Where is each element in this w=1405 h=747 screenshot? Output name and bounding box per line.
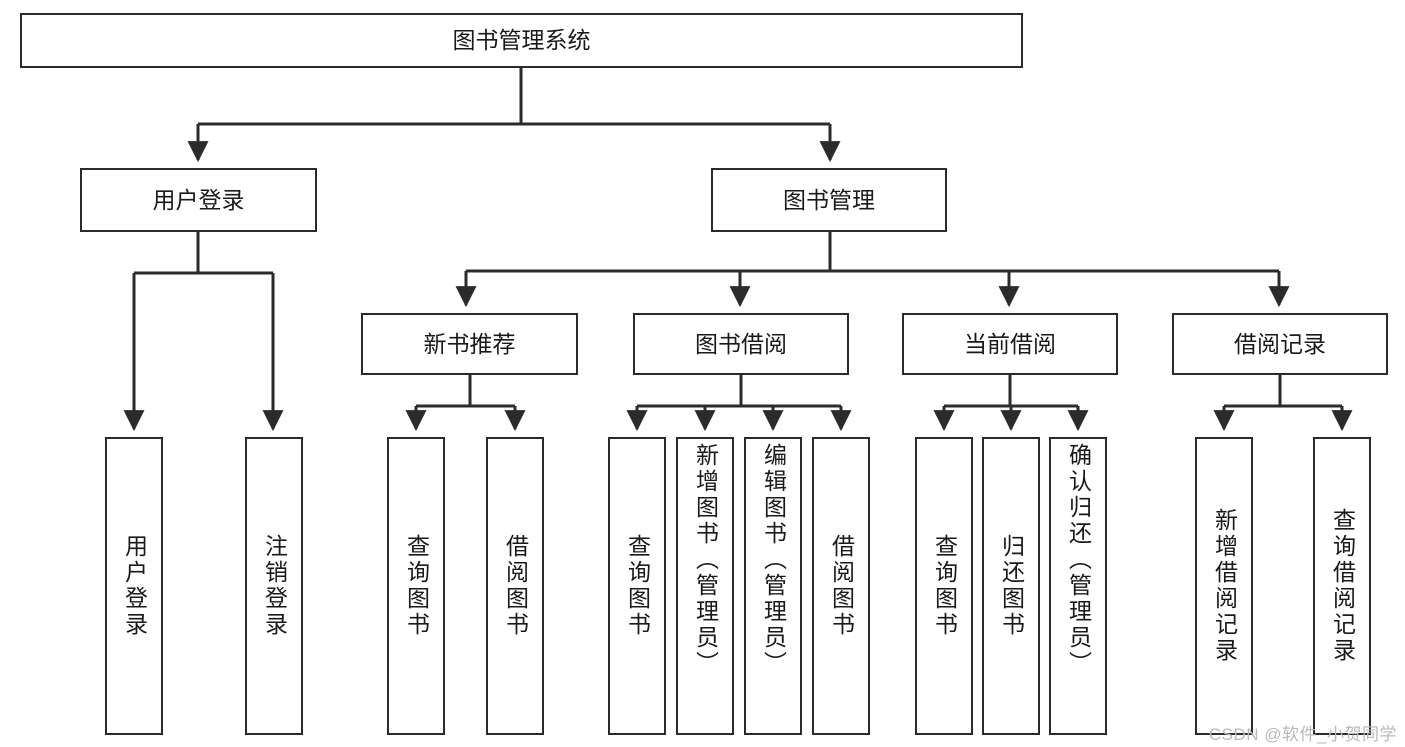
node-root-label: 图书管理系统 [452,27,591,53]
node-leaf-edit-book-admin-label: 编辑图书（管理员） [760,443,787,677]
node-leaf-add-book-admin-label: 新增图书（管理员） [692,443,719,677]
node-leaf-user-login[interactable]: 用户登录 [105,437,163,735]
node-leaf-borrow-book-rec[interactable]: 借阅图书 [486,437,544,735]
node-leaf-add-borrow-record[interactable]: 新增借阅记录 [1195,437,1253,735]
node-new-book-recommend-label: 新书推荐 [423,330,516,357]
node-leaf-query-borrow-record-label: 查询借阅记录 [1329,508,1356,664]
node-leaf-add-book-admin[interactable]: 新增图书（管理员） [676,437,734,735]
node-borrow-record-label: 借阅记录 [1234,330,1326,357]
node-leaf-confirm-return-admin[interactable]: 确认归还（管理员） [1049,437,1107,735]
node-leaf-return-book[interactable]: 归还图书 [982,437,1040,735]
node-leaf-query-book-rec-label: 查询图书 [403,534,430,638]
node-book-borrow-label: 图书借阅 [695,330,787,357]
csdn-watermark: CSDN @软件_小贺同学 [1208,725,1397,744]
node-leaf-query-borrow-record[interactable]: 查询借阅记录 [1313,437,1371,735]
node-leaf-return-book-label: 归还图书 [998,534,1025,638]
node-leaf-query-book-current-label: 查询图书 [931,534,958,638]
node-leaf-borrow-book-label: 借阅图书 [828,534,855,638]
node-leaf-logout-label: 注销登录 [261,534,288,638]
node-current-borrow-label: 当前借阅 [964,330,1056,357]
node-leaf-add-borrow-record-label: 新增借阅记录 [1211,508,1238,664]
node-root[interactable]: 图书管理系统 [20,13,1023,68]
node-new-book-recommend[interactable]: 新书推荐 [361,313,578,375]
node-leaf-query-book-rec[interactable]: 查询图书 [387,437,445,735]
node-book-management-label: 图书管理 [783,186,875,213]
node-leaf-query-book-borrow[interactable]: 查询图书 [608,437,666,735]
node-borrow-record[interactable]: 借阅记录 [1172,313,1388,375]
node-leaf-edit-book-admin[interactable]: 编辑图书（管理员） [744,437,802,735]
node-leaf-borrow-book-rec-label: 借阅图书 [502,534,529,638]
node-current-borrow[interactable]: 当前借阅 [902,313,1118,375]
node-leaf-confirm-return-admin-label: 确认归还（管理员） [1065,443,1092,677]
node-leaf-query-book-borrow-label: 查询图书 [624,534,651,638]
node-user-login[interactable]: 用户登录 [80,168,317,232]
node-leaf-user-login-label: 用户登录 [121,534,148,638]
node-leaf-logout[interactable]: 注销登录 [245,437,303,735]
node-leaf-query-book-current[interactable]: 查询图书 [915,437,973,735]
node-book-management[interactable]: 图书管理 [711,168,947,232]
node-user-login-label: 用户登录 [152,186,245,213]
node-book-borrow[interactable]: 图书借阅 [633,313,849,375]
node-leaf-borrow-book[interactable]: 借阅图书 [812,437,870,735]
